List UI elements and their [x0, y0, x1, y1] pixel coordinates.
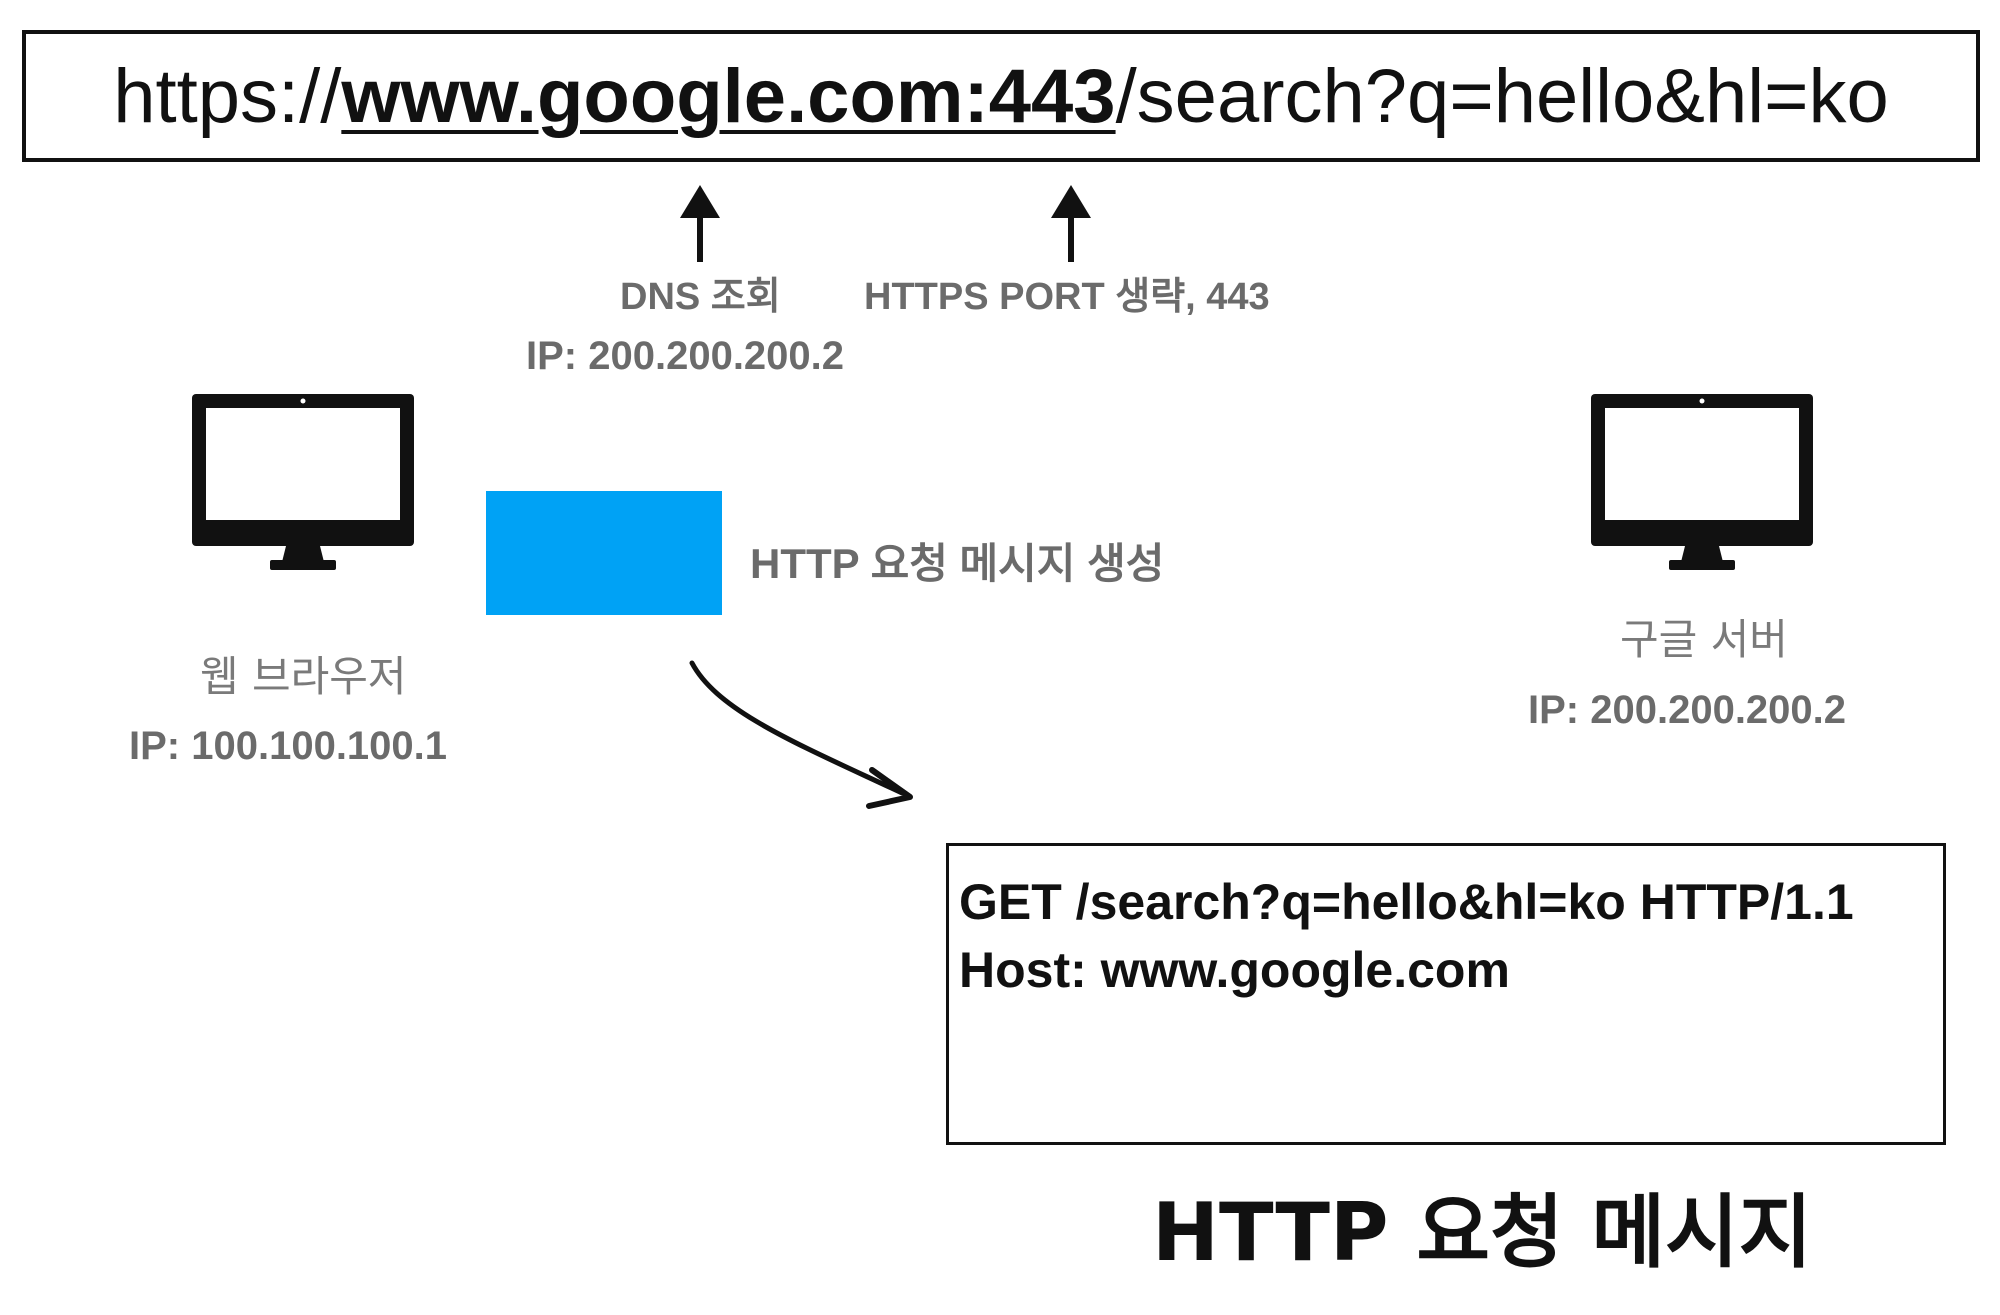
- dns-ip-label: IP: 200.200.200.2: [526, 334, 845, 378]
- server-name-label: 구글 서버: [1620, 615, 1788, 664]
- dns-lookup-label: DNS 조회: [620, 276, 781, 318]
- url-path-query: /search?q=hello&hl=ko: [1115, 53, 1889, 139]
- https-port-label: HTTPS PORT 생략, 443: [864, 276, 1270, 318]
- request-create-label: HTTP 요청 메시지 생성: [750, 540, 1165, 587]
- port-arrow: [1051, 185, 1091, 262]
- curved-arrow: [689, 660, 913, 809]
- browser-monitor-icon: [192, 394, 414, 570]
- server-monitor-icon: [1591, 394, 1813, 570]
- url-scheme: https://: [113, 53, 342, 139]
- dns-arrow: [680, 185, 720, 262]
- browser-name-label: 웹 브라우저: [200, 652, 407, 701]
- url-host: www.google.com:443: [341, 53, 1116, 139]
- request-line: GET /search?q=hello&hl=ko HTTP/1.1: [959, 874, 1854, 930]
- server-ip-label: IP: 200.200.200.2: [1528, 688, 1847, 732]
- http-message-box: GET /search?q=hello&hl=ko HTTP/1.1 Host:…: [946, 843, 1946, 1145]
- browser-ip-label: IP: 100.100.100.1: [129, 724, 448, 768]
- http-message-caption: HTTP 요청 메시지: [1152, 1186, 1813, 1279]
- http-request-block: [486, 491, 722, 615]
- url-box: https://www.google.com:443/search?q=hell…: [22, 30, 1980, 162]
- host-header-line: Host: www.google.com: [959, 942, 1510, 998]
